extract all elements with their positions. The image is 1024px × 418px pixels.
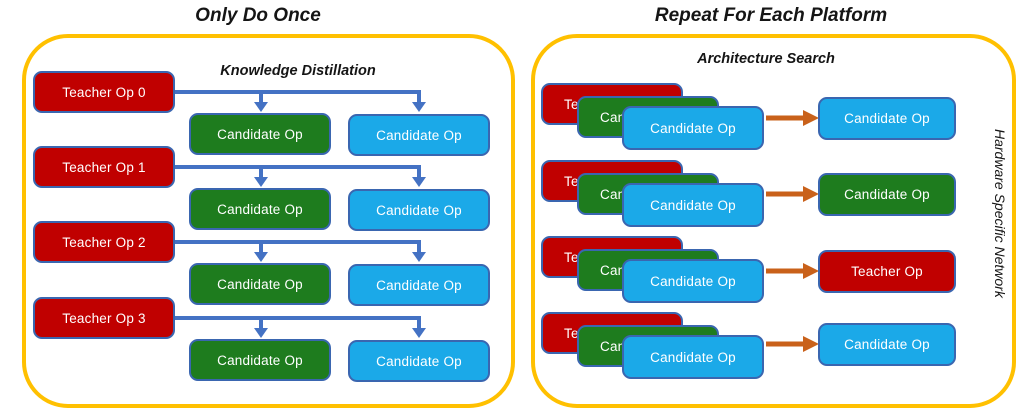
teacher-op-2-box: Teacher Op 2 [33, 221, 175, 263]
architecture-search-label: Architecture Search [697, 51, 835, 67]
teacher-op-3-box: Teacher Op 3 [33, 297, 175, 339]
knowledge-distillation-label: Knowledge Distillation [220, 63, 376, 79]
stack-candidate-blue-box: Candidate Op [622, 335, 764, 379]
left-panel-title: Only Do Once [195, 5, 321, 26]
distillation-arrows [175, 90, 421, 329]
candidate-op-blue-box: Candidate Op [348, 340, 490, 382]
candidate-op-blue-box: Candidate Op [348, 189, 490, 231]
hardware-specific-network-label: Hardware Specific Network [992, 128, 1008, 298]
search-arrows [766, 115, 805, 347]
search-result-box: Candidate Op [818, 173, 956, 216]
right-panel-title: Repeat For Each Platform [654, 5, 888, 26]
search-arrowheads [803, 110, 819, 352]
stack-candidate-blue-box: Candidate Op [622, 106, 764, 150]
only-do-once-panel-border [22, 34, 515, 408]
teacher-op-1-box: Teacher Op 1 [33, 146, 175, 188]
candidate-op-blue-box: Candidate Op [348, 114, 490, 156]
candidate-op-green-box: Candidate Op [189, 188, 331, 230]
search-result-box: Teacher Op [818, 250, 956, 293]
candidate-op-blue-box: Candidate Op [348, 264, 490, 306]
teacher-op-0-box: Teacher Op 0 [33, 71, 175, 113]
candidate-op-green-box: Candidate Op [189, 339, 331, 381]
search-result-box: Candidate Op [818, 97, 956, 140]
stack-candidate-blue-box: Candidate Op [622, 259, 764, 303]
stack-candidate-blue-box: Candidate Op [622, 183, 764, 227]
candidate-op-green-box: Candidate Op [189, 263, 331, 305]
distillation-arrowheads [254, 102, 426, 338]
search-result-box: Candidate Op [818, 323, 956, 366]
repeat-platform-panel-border [531, 34, 1016, 408]
candidate-op-green-box: Candidate Op [189, 113, 331, 155]
